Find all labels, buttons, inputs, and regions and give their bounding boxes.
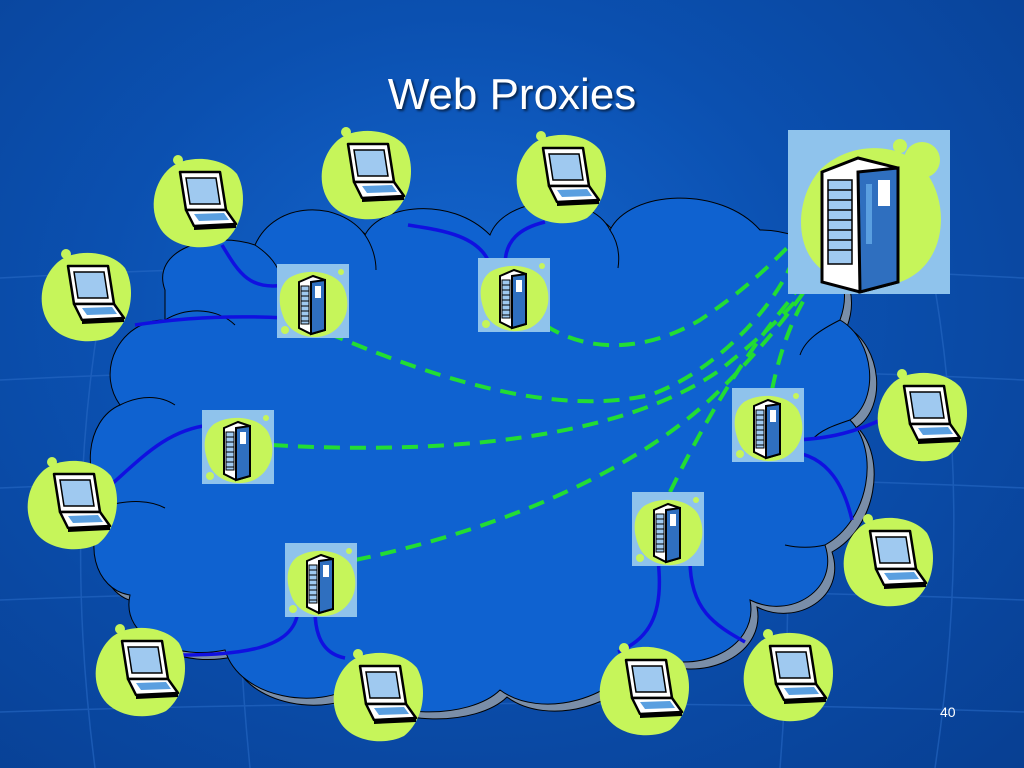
slide-number: 40 <box>940 704 956 720</box>
proxy-server-icon <box>201 409 275 485</box>
proxy-origin-links <box>271 243 820 562</box>
link-proxy-3-origin <box>271 273 817 450</box>
laptop-icon <box>40 247 133 343</box>
link-proxy-4-origin <box>354 268 820 562</box>
origin-server <box>788 130 950 294</box>
laptop-icon <box>94 622 187 718</box>
link-proxy-2-origin <box>543 243 792 348</box>
laptop-icon <box>26 455 119 551</box>
proxy-server-icon <box>276 263 350 339</box>
link-client-7 <box>313 609 346 660</box>
proxy-server-icon <box>631 491 705 567</box>
laptop-icon <box>320 125 413 221</box>
laptop-icon <box>742 627 835 723</box>
link-client-2 <box>134 315 286 327</box>
proxy-server-icon <box>731 387 805 463</box>
laptop-icon <box>876 367 969 463</box>
link-proxy-5-origin <box>668 263 817 493</box>
laptop-icon <box>515 129 608 225</box>
link-proxy-1-origin <box>327 254 797 404</box>
server-rack-icon <box>820 156 900 294</box>
proxy-server-icon <box>477 257 551 333</box>
link-client-3 <box>407 223 492 266</box>
link-client-1 <box>220 244 286 288</box>
link-client-9 <box>688 559 746 644</box>
link-client-6 <box>174 609 300 657</box>
link-client-5 <box>103 423 211 492</box>
slide-title: Web Proxies <box>387 70 637 119</box>
proxy-server-icon <box>284 542 358 618</box>
laptop-icon <box>152 153 245 249</box>
link-proxy-6-origin <box>770 288 812 391</box>
